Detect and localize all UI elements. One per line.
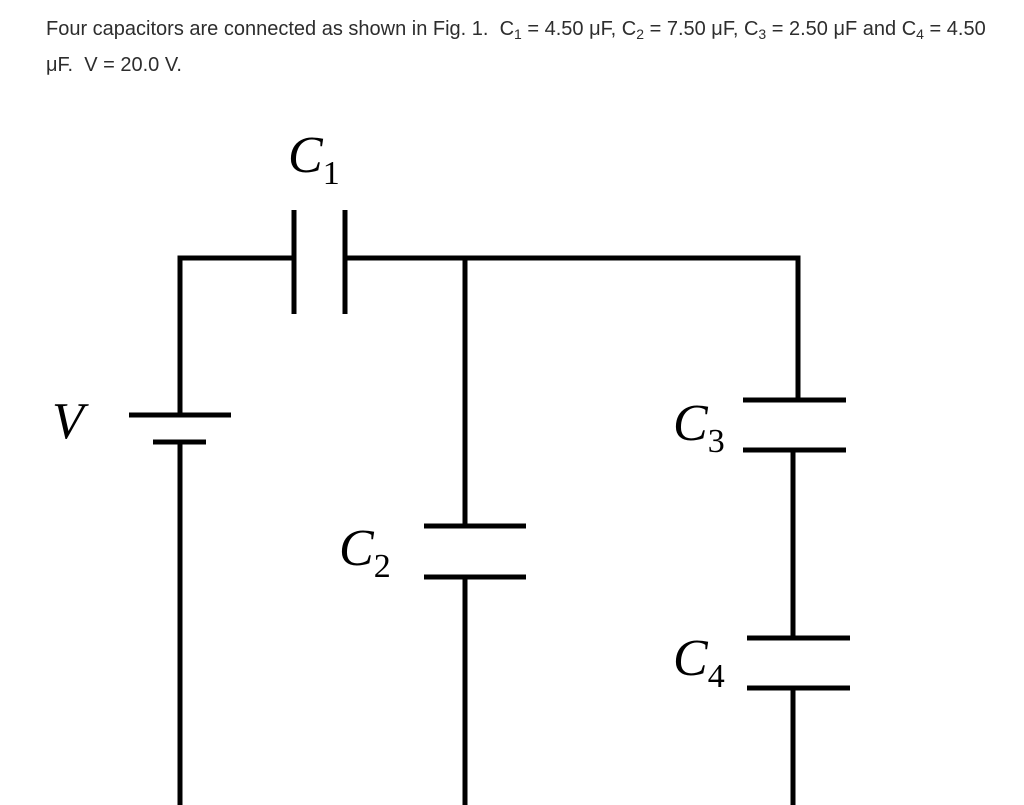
- c2-subscript: 2: [636, 26, 645, 42]
- label-c2: C2: [339, 520, 391, 585]
- voltage-value: V = 20.0 V.: [84, 54, 182, 76]
- label-c3-letter: C: [673, 395, 709, 452]
- c2-symbol: C: [621, 18, 637, 40]
- c4-value: = 4.50 μF.: [46, 18, 986, 76]
- label-c3-sub: 3: [708, 423, 725, 460]
- label-c4-letter: C: [673, 630, 709, 687]
- label-c2-sub: 2: [374, 548, 391, 585]
- c3-symbol: C: [743, 18, 759, 40]
- label-c4-sub: 4: [708, 658, 725, 695]
- label-c3: C3: [673, 395, 725, 460]
- c4-subscript: 4: [916, 26, 924, 42]
- circuit-wires: [177, 255, 801, 805]
- capacitor-c4: [747, 635, 850, 691]
- battery: [129, 412, 231, 445]
- c1-subscript: 1: [514, 26, 522, 42]
- c3-subscript: 3: [758, 26, 767, 42]
- c1-symbol: C: [499, 18, 515, 40]
- label-c4: C4: [673, 630, 725, 695]
- capacitor-c1: [291, 210, 348, 314]
- c4-symbol: C: [901, 18, 917, 40]
- problem-intro: Four capacitors are connected as shown i…: [46, 18, 489, 40]
- label-c1-sub: 1: [323, 155, 340, 192]
- wire-battery-to-c1: [177, 255, 292, 413]
- capacitor-c3: [743, 397, 846, 453]
- problem-statement: Four capacitors are connected as shown i…: [46, 11, 986, 83]
- capacitor-c2: [424, 523, 526, 580]
- label-battery-v: V: [52, 393, 89, 450]
- c2-value: = 7.50 μF,: [649, 18, 739, 40]
- c1-value: = 4.50 μF,: [527, 18, 617, 40]
- c3-value: = 2.50 μF and: [771, 18, 897, 40]
- label-c1: C1: [288, 127, 340, 192]
- label-c2-letter: C: [339, 520, 375, 577]
- wire-top-rail: [345, 255, 801, 400]
- label-c1-letter: C: [288, 127, 324, 184]
